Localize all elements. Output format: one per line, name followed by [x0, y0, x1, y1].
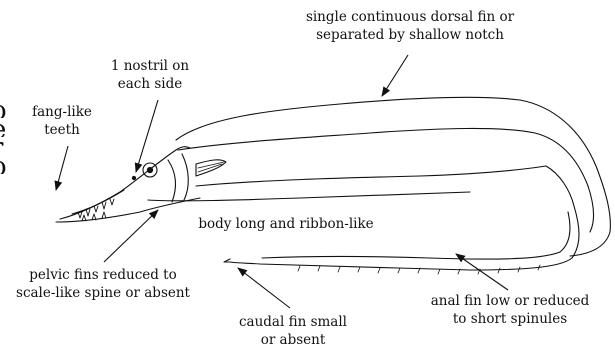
label-anal-line1: anal fin low or reduced	[431, 293, 590, 309]
label-caudal-line2: or absent	[261, 332, 326, 348]
nostril-arrow	[136, 100, 158, 172]
body-belly-line	[148, 192, 470, 201]
label-teeth-line1: fang-like	[32, 104, 92, 120]
label-anal-line2: to short spinules	[453, 311, 567, 327]
annotation-labels: single continuous dorsal fin or separate…	[16, 9, 590, 348]
label-pelvic-line2: scale-like spine or absent	[16, 285, 191, 301]
dorsal-arrow	[382, 55, 408, 96]
label-dorsal-line2: separated by shallow notch	[316, 27, 504, 43]
teeth-arrow	[56, 146, 68, 190]
pelvic-arrow	[104, 210, 158, 262]
pupil	[147, 167, 152, 172]
left-edge-bleed-mark-3: e	[0, 123, 14, 137]
label-body: body long and ribbon-like	[198, 216, 373, 232]
label-nostril-line2: each side	[118, 76, 182, 92]
label-teeth-line2: teeth	[44, 122, 80, 138]
caudal-arrow	[238, 268, 290, 308]
left-edge-bleed-mark-2: o	[0, 104, 14, 118]
head-outline	[60, 147, 190, 219]
gill-cover	[168, 154, 188, 202]
lower-jaw	[56, 198, 200, 222]
left-edge-bleed-mark-5: o	[0, 160, 14, 174]
body-upper-line	[196, 166, 574, 206]
caudal-fin	[224, 259, 230, 262]
upper-jaw	[72, 190, 124, 214]
label-pelvic-line1: pelvic fins reduced to	[29, 267, 176, 283]
label-dorsal-line1: single continuous dorsal fin or	[306, 9, 515, 25]
fish-illustration	[56, 97, 610, 274]
label-caudal-line1: caudal fin small	[239, 314, 347, 330]
label-nostril-line1: 1 nostril on	[111, 58, 190, 74]
left-edge-bleed-mark-4: r	[0, 141, 14, 155]
left-edge-bleed-mark-1: l	[0, 86, 14, 100]
nostril	[132, 176, 135, 179]
